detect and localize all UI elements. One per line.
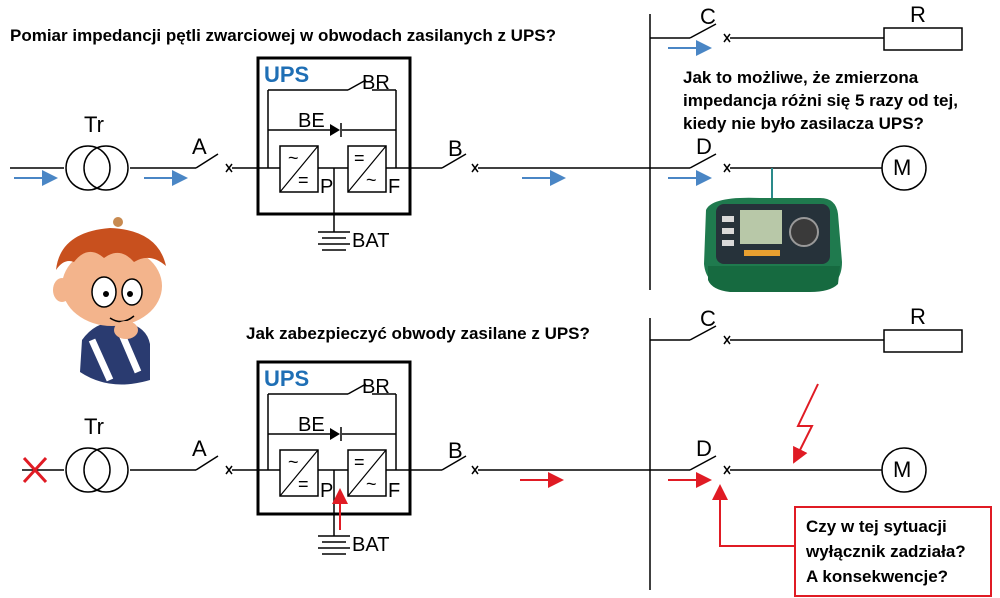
right-question-line: kiedy nie było zasilacza UPS? — [683, 114, 924, 133]
rectifier-icon: = — [298, 170, 309, 190]
switch-icon — [195, 153, 233, 173]
meter-icon — [704, 168, 842, 292]
p-label: P — [320, 176, 334, 198]
rectifier-icon: = — [298, 474, 309, 494]
switch-d-label: D — [696, 436, 712, 461]
lightning-icon — [793, 383, 819, 464]
inverter-icon: = — [354, 148, 365, 168]
motor-icon — [881, 447, 927, 493]
ups-box-top — [256, 56, 412, 232]
resistor-icon — [883, 329, 963, 353]
switch-d-label: D — [696, 134, 712, 159]
ups-label: UPS — [264, 62, 310, 87]
transformer-label: Tr — [84, 414, 104, 439]
transformer-icon — [65, 145, 129, 191]
cross-icon — [22, 456, 48, 484]
ups-box-bottom — [256, 360, 412, 536]
switch-icon — [441, 455, 479, 475]
be-label: BE — [298, 414, 325, 436]
switch-icon — [689, 325, 731, 345]
motor-label: M — [893, 155, 912, 180]
switch-icon — [195, 455, 233, 475]
rectifier-icon: ~ — [288, 452, 299, 472]
right-question-line: Jak to możliwe, że zmierzona — [683, 68, 919, 87]
top-question: Pomiar impedancji pętli zwarciowej w obw… — [10, 26, 557, 45]
diode-icon — [330, 427, 342, 441]
battery-label: BAT — [352, 230, 390, 252]
switch-icon — [689, 153, 731, 173]
transformer-label: Tr — [84, 112, 104, 137]
resistor-label: R — [910, 304, 926, 329]
diode-icon — [330, 123, 342, 137]
switch-a-label: A — [192, 134, 207, 159]
switch-a-label: A — [192, 436, 207, 461]
motor-icon — [881, 145, 927, 191]
callout-box: Czy w tej sytuacji wyłącznik zadziała? A… — [794, 506, 992, 597]
callout-line: Czy w tej sytuacji — [806, 517, 947, 536]
fault-arrows — [332, 472, 794, 547]
flow-arrows — [14, 40, 712, 186]
battery-icon — [318, 535, 350, 555]
top-circuit — [10, 14, 884, 290]
switch-c-label: C — [700, 4, 716, 29]
cartoon-boy-icon — [53, 217, 166, 385]
switch-icon — [441, 153, 479, 173]
resistor-label: R — [910, 2, 926, 27]
motor-label: M — [893, 457, 912, 482]
switch-b-label: B — [448, 136, 463, 161]
callout-line: wyłącznik zadziała? — [806, 542, 966, 561]
f-label: F — [388, 480, 401, 502]
switch-icon — [689, 23, 731, 43]
p-label: P — [320, 480, 334, 502]
battery-icon — [318, 231, 350, 251]
rectifier-icon: ~ — [288, 148, 299, 168]
inverter-icon: ~ — [366, 170, 377, 190]
callout-line: A konsekwencje? — [806, 567, 949, 586]
f-label: F — [388, 176, 401, 198]
be-label: BE — [298, 110, 325, 132]
ups-label: UPS — [264, 366, 310, 391]
switch-c-label: C — [700, 306, 716, 331]
right-question: Jak to możliwe, że zmierzona impedancja … — [683, 66, 958, 135]
inverter-icon: ~ — [366, 474, 377, 494]
resistor-icon — [883, 27, 963, 51]
switch-b-label: B — [448, 438, 463, 463]
battery-label: BAT — [352, 534, 390, 556]
middle-question: Jak zabezpieczyć obwody zasilane z UPS? — [246, 324, 590, 343]
bypass-label: BR — [362, 72, 390, 94]
transformer-icon — [65, 447, 129, 493]
bottom-circuit — [22, 318, 884, 590]
bypass-label: BR — [362, 376, 390, 398]
right-question-line: impedancja różni się 5 razy od tej, — [683, 91, 958, 110]
inverter-icon: = — [354, 452, 365, 472]
switch-icon — [689, 455, 731, 475]
